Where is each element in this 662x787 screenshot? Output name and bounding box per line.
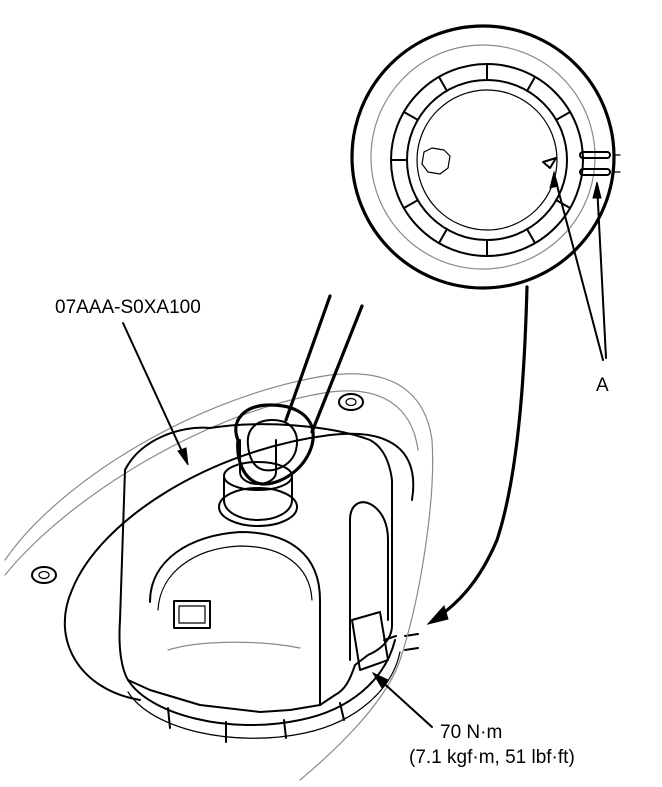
tool-callout: 07AAA-S0XA100: [55, 297, 201, 466]
tool-body: [118, 423, 393, 713]
tool-small-window: [173, 600, 211, 629]
target-mark-lower: [404, 647, 419, 651]
leader-a-2: [596, 183, 607, 359]
stem-top: [223, 461, 293, 491]
inset-connector-curve: [435, 285, 529, 620]
inset-outer-circle: [350, 24, 616, 290]
lock-nut-tabs: [390, 63, 571, 257]
leader-torque: [377, 677, 433, 728]
leader-tool: [122, 322, 186, 459]
wrench-ring-end: [234, 403, 315, 486]
detail-inset: [350, 24, 621, 290]
special-tool-socket: [118, 423, 393, 713]
tool-small-window-inner: [178, 605, 206, 624]
tool-inner-shadow: [167, 641, 301, 651]
tank-bolt-right: [338, 393, 364, 411]
inset-connector: [404, 285, 529, 651]
leader-a-1: [553, 173, 604, 361]
alignment-mark-lower: [579, 168, 611, 176]
tank-opening-edge: [63, 432, 415, 701]
pump-flange: [416, 89, 558, 231]
label-tool-number: 07AAA-S0XA100: [55, 297, 201, 318]
tool-slot-right: [349, 501, 389, 661]
lock-nut: [127, 611, 401, 743]
label-torque-alt: (7.1 kgf·m, 51 lbf·ft): [409, 747, 575, 768]
torque-callout: 70 N·m (7.1 kgf·m, 51 lbf·ft): [371, 671, 575, 768]
wrench-ring-inner: [246, 419, 298, 472]
lock-nut-lugs: [167, 611, 397, 743]
alignment-mark-upper: [579, 151, 611, 159]
wrench: [234, 294, 364, 486]
tank-bolt-left: [31, 566, 57, 584]
arrowhead-torque: [371, 671, 389, 689]
arrowhead-a-1: [549, 170, 559, 189]
inset-tank-boundary: [370, 44, 596, 270]
label-torque-value: 70 N·m: [440, 722, 502, 743]
pump-connector: [421, 147, 451, 175]
tool-window-inner: [157, 545, 313, 611]
stem-base: [218, 487, 298, 527]
tool-window: [149, 531, 321, 706]
alignment-mark-triangle: [542, 157, 557, 169]
callout-a: A: [549, 170, 609, 396]
arrowhead-tool: [177, 447, 189, 466]
wrench-handle: [284, 294, 364, 434]
inset-connector-arrowhead: [426, 605, 449, 625]
tank-surface-edge: [4, 390, 419, 576]
arrowhead-a-2: [592, 181, 602, 199]
lock-nut-inner-ring: [406, 79, 568, 241]
stem-collar: [223, 477, 293, 521]
tool-stem: [218, 439, 298, 527]
label-a: A: [596, 375, 609, 396]
